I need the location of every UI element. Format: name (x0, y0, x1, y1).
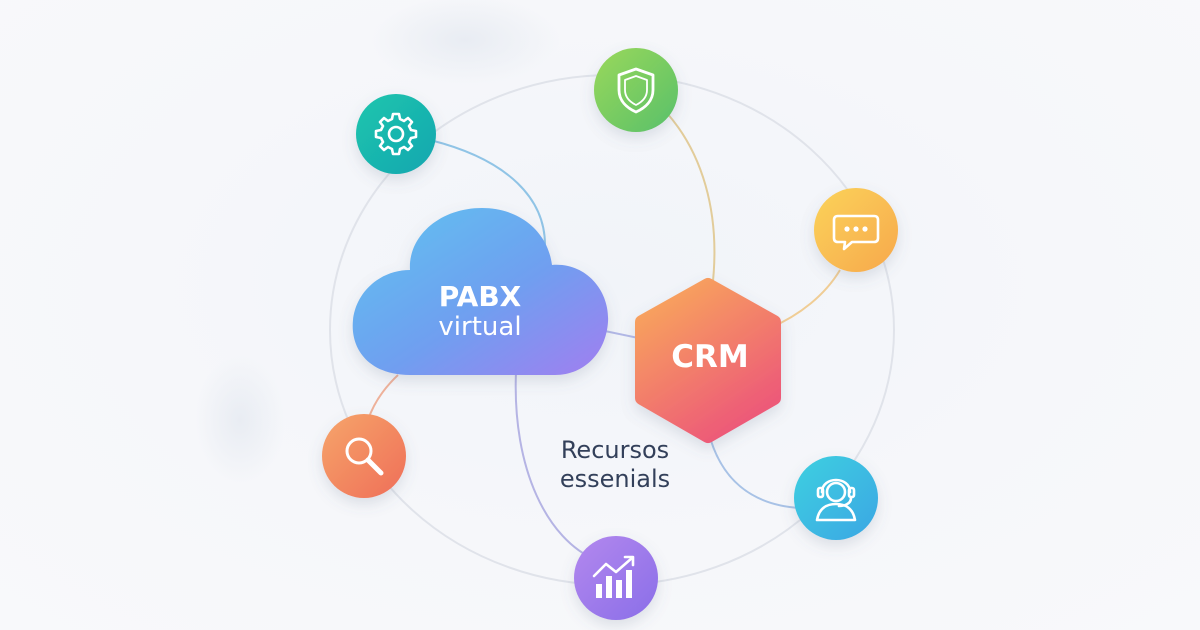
background-haze (370, 0, 560, 85)
gear-icon (374, 112, 418, 156)
chart-node (574, 536, 658, 620)
pabx-cloud (352, 208, 609, 375)
headset-icon (815, 478, 857, 522)
connector-shield-crm (665, 111, 716, 291)
shield-node (594, 48, 678, 132)
connector-chat-crm (769, 269, 841, 329)
search-icon (345, 437, 384, 476)
connector-cloud-search (367, 374, 399, 421)
connector-crm-headset (707, 429, 801, 509)
chart-icon (592, 555, 635, 598)
search-node (322, 414, 406, 498)
connector-cloud-chart (514, 371, 597, 561)
crm-hexagon (635, 278, 781, 443)
connector-gear-cloud (429, 139, 546, 246)
headset-node (794, 456, 878, 540)
background-haze (195, 355, 285, 485)
shield-icon (617, 67, 655, 114)
chat-icon (832, 214, 880, 251)
gear-node (356, 94, 436, 174)
